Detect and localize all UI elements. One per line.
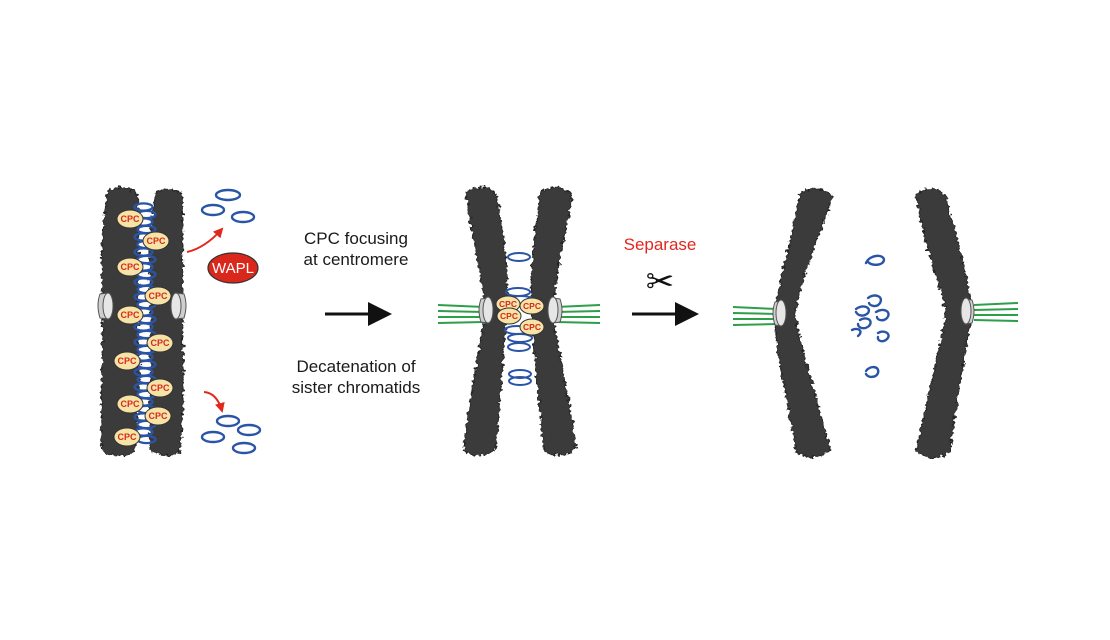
cpc-label: CPC — [146, 236, 166, 246]
cpc-badges-panel2: CPC CPC CPC CPC — [495, 295, 545, 336]
cpc-label: CPC — [150, 383, 170, 393]
cpc-badge: CPC — [496, 307, 522, 325]
released-cohesin-top — [200, 188, 256, 224]
cohesin-ring — [507, 333, 533, 343]
separase-label: Separase — [624, 235, 697, 254]
kinetochore-right — [960, 297, 975, 325]
cohesin-fragment — [856, 317, 872, 330]
cpc-label: CPC — [500, 311, 518, 321]
cohesin-fragment — [876, 330, 890, 343]
cohesin-ring — [236, 423, 262, 437]
step-separase: Separase ✂ — [624, 235, 697, 302]
cpc-badge: CPC — [144, 286, 172, 306]
step-decatenation: Decatenation of sister chromatids — [292, 357, 420, 397]
cohesin-ring — [214, 188, 242, 202]
kinetochore-left — [772, 299, 787, 327]
microtubules-right — [973, 302, 1019, 322]
wapl-label: WAPL — [212, 260, 254, 277]
wapl-badge: WAPL — [207, 252, 259, 284]
kinetochore-right — [547, 296, 563, 324]
microtubules-left — [732, 306, 778, 326]
cpc-label: CPC — [120, 262, 140, 272]
cpc-badges-panel1: CPC CPC CPC CPC CPC CPC CPC CPC CPC CPC CPC — [113, 209, 174, 447]
cohesin-ring — [505, 287, 531, 297]
microtubules-right — [555, 304, 601, 324]
decatenation-line2: sister chromatids — [292, 378, 420, 397]
panel-separated-chromatids — [732, 188, 1019, 458]
kinetochore-left — [478, 296, 494, 324]
cohesin-ring — [507, 342, 531, 352]
cleaved-cohesin-fragments — [850, 254, 890, 379]
kinetochore-right — [170, 292, 187, 320]
cpc-badge: CPC — [146, 378, 174, 398]
cohesin-ring — [231, 441, 257, 455]
process-arrow-1 — [325, 302, 392, 326]
panel-cohesed-chromosome: CPC CPC CPC CPC CPC CPC CPC CPC CPC CPC CPC WAPL — [97, 187, 262, 457]
cpc-badge: CPC — [116, 305, 144, 325]
cohesin-fragment — [854, 305, 871, 317]
cpc-badge: CPC — [113, 427, 141, 447]
cpc-label: CPC — [150, 338, 170, 348]
cohesin-ring — [508, 376, 532, 386]
cohesin-fragment — [864, 365, 880, 379]
cohesin-fragment — [866, 294, 883, 308]
cohesin-ring — [507, 252, 531, 262]
cpc-badge: CPC — [144, 406, 172, 426]
step-cpc-focusing: CPC focusing at centromere — [304, 229, 409, 269]
cpc-badge: CPC — [519, 318, 545, 336]
panel-metaphase-chromosome: CPC CPC CPC CPC — [437, 186, 601, 456]
cpc-badge: CPC — [142, 231, 170, 251]
scissors-icon: ✂ — [646, 262, 675, 302]
cohesin-fragment — [864, 254, 886, 266]
wapl-release-arrow-top — [186, 227, 224, 253]
wapl-release-arrow-bottom — [203, 391, 225, 413]
cpc-badge: CPC — [116, 209, 144, 229]
microtubules-left — [437, 304, 485, 324]
cpc-badge: CPC — [519, 297, 545, 315]
cpc-badge: CPC — [116, 257, 144, 277]
cpc-badge: CPC — [116, 394, 144, 414]
cohesin-ring — [230, 210, 256, 224]
cpc-badge: CPC — [146, 333, 174, 353]
cpc-label: CPC — [120, 214, 140, 224]
decatenation-line1: Decatenation of — [296, 357, 415, 376]
released-cohesin-bottom — [200, 414, 262, 455]
cpc-label: CPC — [117, 356, 137, 366]
separated-chromatid-right — [915, 188, 973, 458]
cpc-label: CPC — [499, 299, 517, 309]
kinetochore-left — [97, 292, 114, 320]
cpc-label: CPC — [523, 301, 541, 311]
cpc-focusing-line2: at centromere — [304, 250, 409, 269]
cohesin-ring — [215, 414, 241, 428]
cpc-label: CPC — [148, 411, 168, 421]
cohesin-ring — [200, 203, 226, 217]
cpc-badge: CPC — [113, 351, 141, 371]
cohesin-fragment — [874, 308, 890, 322]
process-arrow-2 — [632, 302, 699, 326]
cpc-label: CPC — [120, 399, 140, 409]
cpc-label: CPC — [117, 432, 137, 442]
cpc-label: CPC — [120, 310, 140, 320]
cpc-label: CPC — [148, 291, 168, 301]
cohesin-fragment — [850, 327, 862, 338]
cpc-focusing-line1: CPC focusing — [304, 229, 408, 248]
cpc-label: CPC — [523, 322, 541, 332]
cohesin-ring — [200, 430, 226, 444]
